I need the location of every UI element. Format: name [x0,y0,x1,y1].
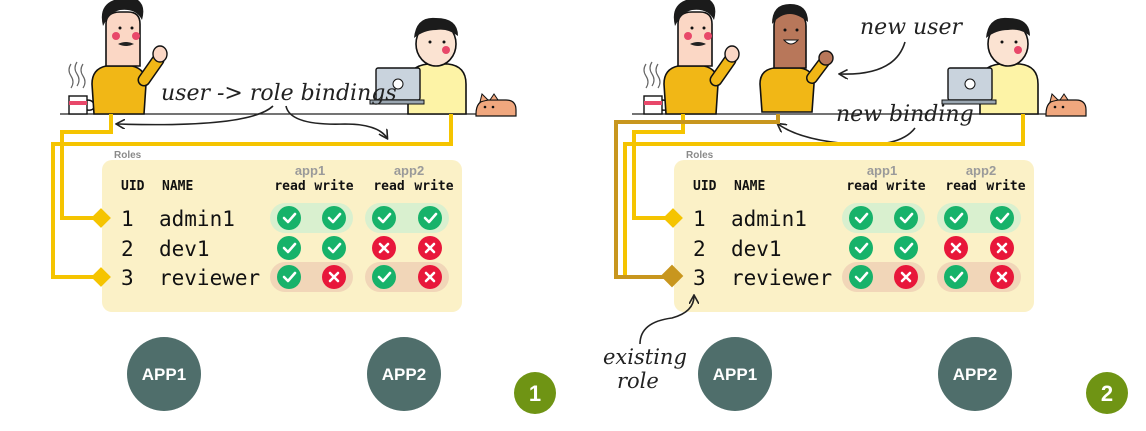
role-name: admin1 [159,207,235,231]
new-binding-arrow [778,124,916,146]
new-user-character-icon [759,4,834,113]
new-user-annotation: new user [860,15,963,40]
app1-node [698,337,772,411]
check-icon [990,206,1014,230]
role-uid: 3 [693,266,706,290]
binding-arrow-left [117,105,274,125]
binding-node-reviewer [660,264,684,288]
check-icon [894,236,918,260]
app1-node [127,337,201,411]
cross-icon [894,265,918,289]
cross-icon [322,265,346,289]
check-icon [944,206,968,230]
role-uid: 3 [121,266,134,290]
check-icon [372,265,396,289]
step-badge [1086,372,1128,414]
app2-node-label: APP2 [382,365,426,384]
role-uid: 1 [693,207,706,231]
new-user-arrow [840,41,906,74]
binding-arrow-right [285,105,387,138]
binding-node-admin [91,208,111,228]
name-column-header: NAME [162,179,193,194]
role-name: admin1 [731,207,807,231]
app1-read-header: read [274,179,305,194]
binding-line-admin [60,114,113,220]
check-icon [849,265,873,289]
role-name: reviewer [731,266,832,290]
existing-role-annotation-line2: role [617,369,659,393]
app1-write-header: write [314,179,353,194]
check-icon [277,265,301,289]
check-icon [372,206,396,230]
panel-2: new user new binding Roles UID NAME app1… [603,0,1128,414]
role-uid: 1 [121,207,134,231]
roles-label: Roles [686,150,714,161]
cross-icon [990,236,1014,260]
check-icon [894,206,918,230]
role-name: dev1 [159,237,210,261]
app1-column-header: app1 [867,163,897,178]
check-icon [322,206,346,230]
app2-column-header: app2 [394,163,424,178]
check-icon [944,265,968,289]
cat-icon [475,93,517,117]
app1-read-header: read [846,179,877,194]
roles-label: Roles [114,150,142,161]
role-rows: 1 admin1 2 dev1 3 reviewer [693,206,1014,290]
cross-icon [372,236,396,260]
app2-node-label: APP2 [953,365,997,384]
check-icon [322,236,346,260]
binding-line-admin [632,114,685,220]
mug-icon [68,61,95,115]
role-rows: 1 admin1 2 dev1 3 reviewer [121,206,442,290]
app1-node-label: APP1 [142,365,186,384]
step-badge [514,372,556,414]
existing-role-annotation: existing [603,345,687,369]
uid-column-header: UID [121,179,145,194]
cross-icon [944,236,968,260]
app2-read-header: read [373,179,404,194]
step-badge-label: 1 [529,381,541,406]
app2-write-header: write [414,179,453,194]
role-name: reviewer [159,266,260,290]
app2-node [938,337,1012,411]
check-icon [849,236,873,260]
app2-node [367,337,441,411]
role-uid: 2 [121,237,134,261]
uid-column-header: UID [693,179,717,194]
admin-character-icon [664,0,739,114]
cross-icon [418,265,442,289]
role-uid: 2 [693,237,706,261]
step-badge-label: 2 [1101,381,1113,406]
bindings-annotation: user -> role bindings [161,81,397,106]
cat-icon [1045,93,1087,117]
new-binding-line [614,114,780,279]
binding-line-reviewer [51,114,453,279]
app2-read-header: read [945,179,976,194]
name-column-header: NAME [734,179,765,194]
role-name: dev1 [731,237,782,261]
cross-icon [990,265,1014,289]
panel-1: user -> role bindings Roles UID NAME app… [51,0,556,414]
app1-column-header: app1 [295,163,325,178]
check-icon [418,206,442,230]
admin-character-icon [92,0,167,114]
app1-node-label: APP1 [713,365,757,384]
app2-column-header: app2 [966,163,996,178]
existing-role-arrow [639,296,694,345]
app2-write-header: write [986,179,1025,194]
check-icon [849,206,873,230]
new-binding-annotation: new binding [836,102,974,127]
check-icon [277,206,301,230]
cross-icon [418,236,442,260]
binding-node-reviewer [91,267,111,287]
check-icon [277,236,301,260]
app1-write-header: write [886,179,925,194]
